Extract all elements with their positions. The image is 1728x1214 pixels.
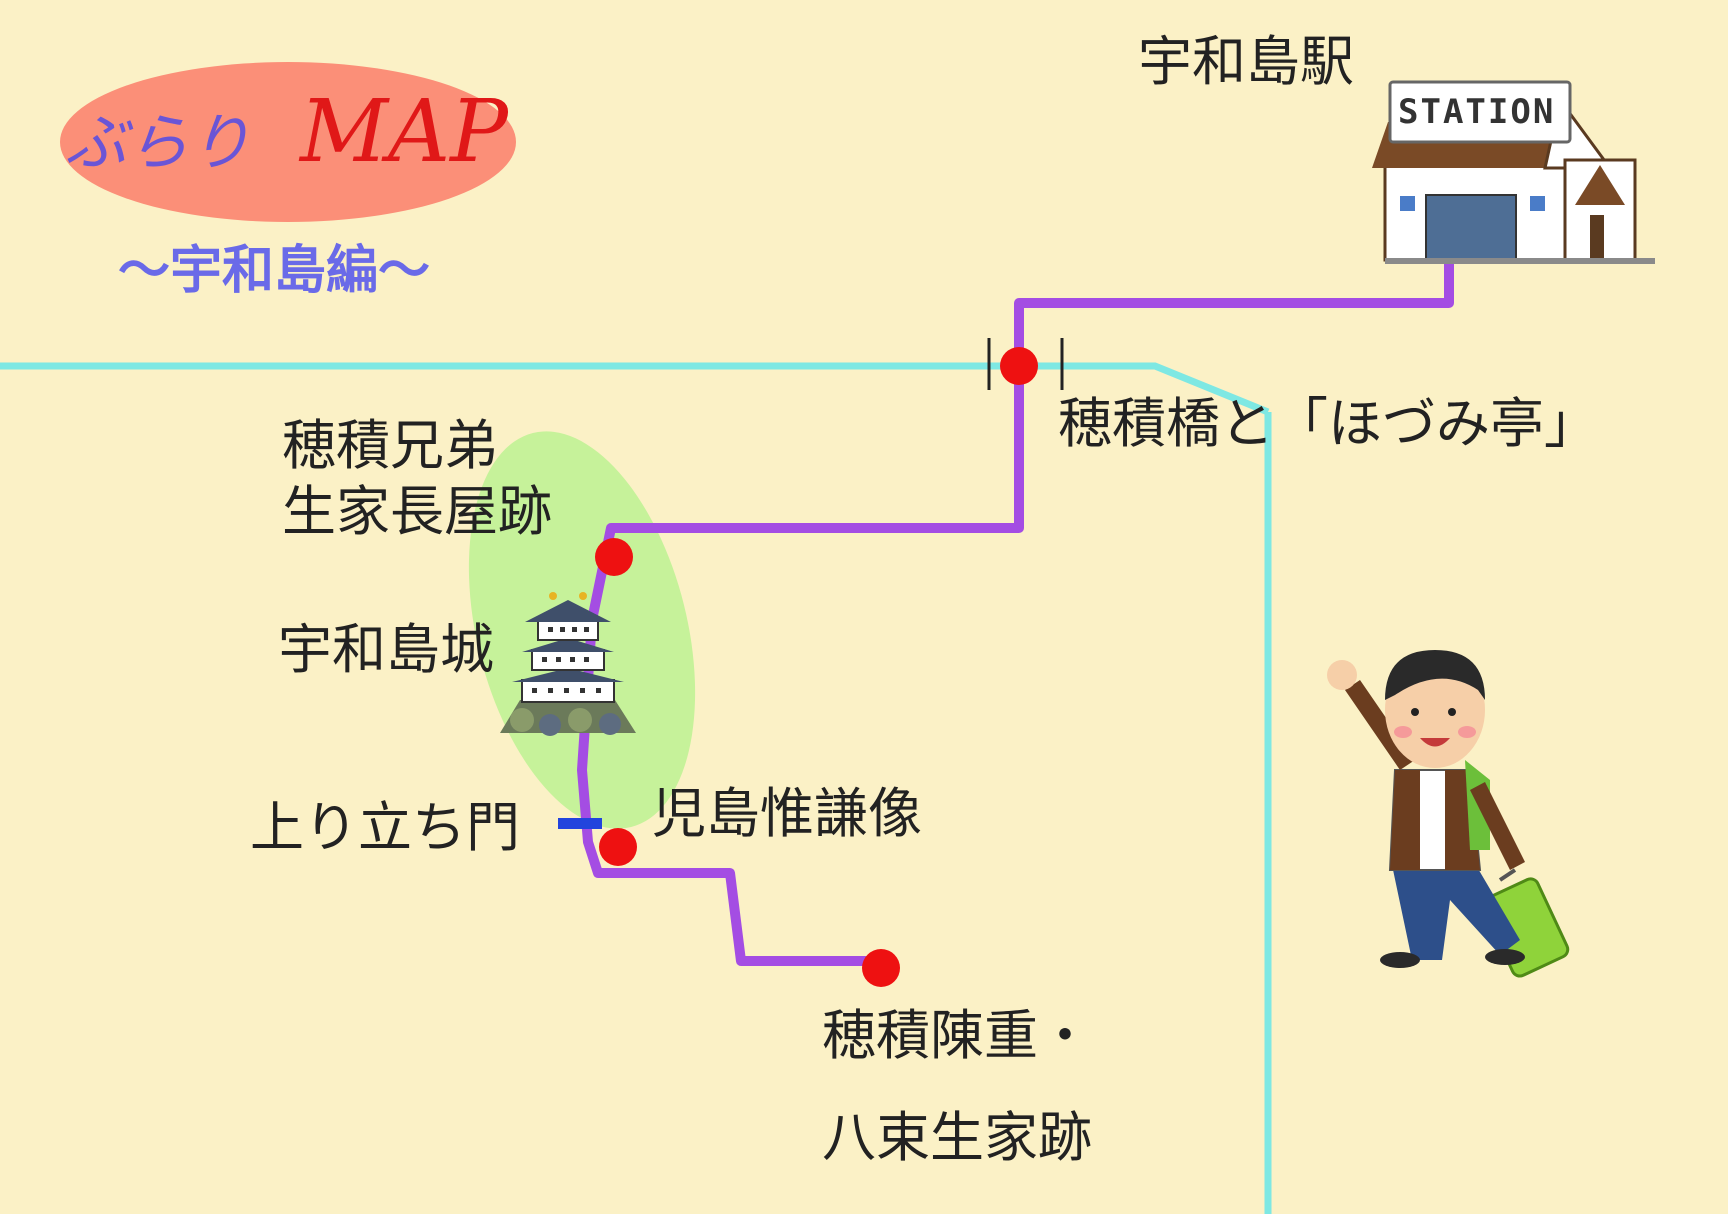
spot-label-hozumi-brothers-line2: 生家長屋跡 — [282, 480, 552, 543]
subtitle: 〜宇和島編〜 — [118, 241, 431, 301]
spot-label-hozumi-birthplace-line1: 穂積陳重・ — [822, 1004, 1092, 1067]
title-prefix: ぶらり — [65, 106, 252, 179]
river-horizontal — [0, 362, 1270, 416]
spot-marker-hozumi-brothers[interactable] — [595, 538, 633, 576]
castle-icon — [500, 592, 636, 736]
traveler-icon — [1327, 650, 1570, 978]
spot-label-agaritachi-gate: 上り立ち門 — [250, 796, 520, 859]
spot-marker-kojima-statue[interactable] — [599, 828, 637, 866]
spot-marker-hozumi-birthplace[interactable] — [862, 949, 900, 987]
spot-label-hozumi-bridge: 穂積橋と「ほづみ亭」 — [1058, 392, 1598, 455]
spot-label-hozumi-brothers-line1: 穂積兄弟 — [282, 414, 498, 477]
spot-marker-hozumi-bridge[interactable] — [1000, 347, 1038, 385]
station-sign: STATION — [1398, 92, 1556, 132]
title-map: MAP — [300, 82, 509, 182]
station-label: 宇和島駅 — [1138, 30, 1354, 93]
spot-label-uwajima-castle: 宇和島城 — [278, 618, 494, 681]
station-icon — [1372, 80, 1655, 264]
spot-label-kojima-statue: 児島惟謙像 — [652, 782, 922, 845]
title-badge — [60, 62, 516, 222]
spot-label-hozumi-birthplace-line2: 八束生家跡 — [822, 1106, 1092, 1169]
gate-marker[interactable] — [558, 818, 602, 829]
